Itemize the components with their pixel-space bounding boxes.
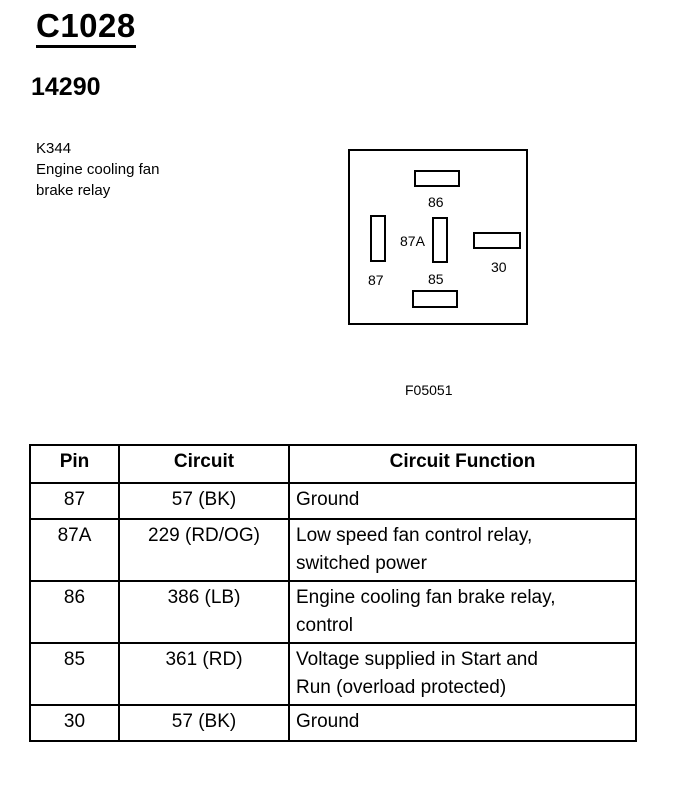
component-name-line-2: brake relay <box>36 182 111 199</box>
table-row: 30 57 (BK) Ground <box>29 704 637 742</box>
cell-pin: 86 <box>29 580 120 644</box>
function-line: Ground <box>296 489 360 510</box>
header-circuit: Circuit <box>118 444 290 484</box>
part-number: 14290 <box>31 73 101 101</box>
pin-circuit-table: Pin Circuit Circuit Function 87 57 (BK) … <box>29 444 637 742</box>
relay-connector-diagram: 86 87 87A 30 85 <box>348 149 528 325</box>
component-description: K344 Engine cooling fan brake relay <box>36 138 159 201</box>
table-row: 86 386 (LB) Engine cooling fan brake rel… <box>29 580 637 644</box>
component-code: K344 <box>36 140 72 157</box>
cell-function: Voltage supplied in Start and Run (overl… <box>288 642 637 706</box>
function-line: Ground <box>296 711 360 732</box>
table-row: 87 57 (BK) Ground <box>29 482 637 520</box>
pin-label-87a: 87A <box>400 233 425 249</box>
function-line: Low speed fan control relay, <box>296 525 533 546</box>
terminal-30 <box>473 232 521 249</box>
cell-function: Ground <box>288 482 637 520</box>
header-pin: Pin <box>29 444 120 484</box>
cell-pin: 85 <box>29 642 120 706</box>
function-line: control <box>296 615 354 636</box>
cell-circuit: 229 (RD/OG) <box>118 518 290 582</box>
cell-circuit: 57 (BK) <box>118 482 290 520</box>
cell-function: Ground <box>288 704 637 742</box>
function-line: Engine cooling fan brake relay, <box>296 587 556 608</box>
function-line: switched power <box>296 553 427 574</box>
table-row: 87A 229 (RD/OG) Low speed fan control re… <box>29 518 637 582</box>
figure-code: F05051 <box>405 382 453 398</box>
table-header-row: Pin Circuit Circuit Function <box>29 444 637 484</box>
terminal-85 <box>412 290 458 308</box>
cell-circuit: 361 (RD) <box>118 642 290 706</box>
header-circuit-function: Circuit Function <box>288 444 637 484</box>
cell-circuit: 57 (BK) <box>118 704 290 742</box>
cell-pin: 30 <box>29 704 120 742</box>
table-row: 85 361 (RD) Voltage supplied in Start an… <box>29 642 637 706</box>
pin-label-87: 87 <box>368 272 384 288</box>
function-line: Run (overload protected) <box>296 677 507 698</box>
terminal-86 <box>414 170 460 187</box>
connector-title: C1028 <box>36 8 136 48</box>
cell-pin: 87 <box>29 482 120 520</box>
terminal-87a <box>432 217 448 263</box>
function-line: Voltage supplied in Start and <box>296 649 538 670</box>
terminal-87 <box>370 215 386 262</box>
cell-circuit: 386 (LB) <box>118 580 290 644</box>
pin-label-30: 30 <box>491 259 507 275</box>
cell-function: Engine cooling fan brake relay, control <box>288 580 637 644</box>
pin-label-85: 85 <box>428 271 444 287</box>
component-name-line-1: Engine cooling fan <box>36 161 160 178</box>
cell-pin: 87A <box>29 518 120 582</box>
pin-label-86: 86 <box>428 194 444 210</box>
cell-function: Low speed fan control relay, switched po… <box>288 518 637 582</box>
